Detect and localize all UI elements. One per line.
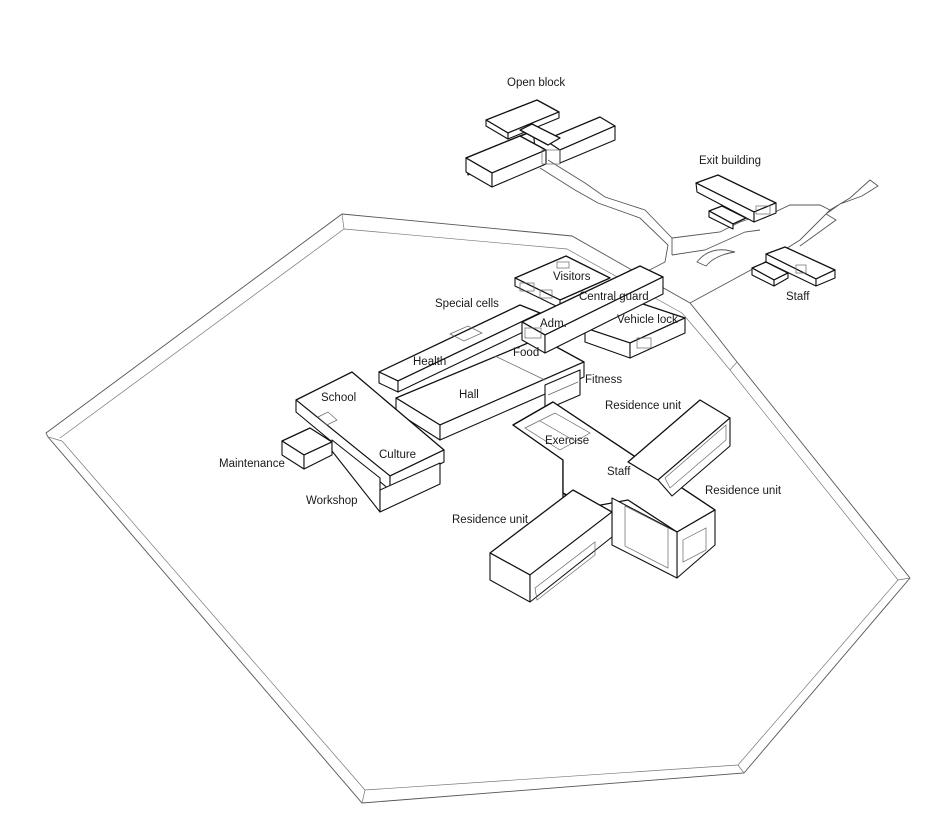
label-special-cells: Special cells [435,298,499,310]
label-open-block: Open block [507,77,566,89]
label-workshop: Workshop [306,495,358,507]
label-visitors: Visitors [553,271,591,283]
building-maintenance [281,427,333,470]
perimeter-wall [45,213,911,804]
label-residence-unit-3: Residence unit [452,514,529,526]
label-culture: Culture [379,449,417,461]
label-vehicle-lock: Vehicle lock [617,314,678,326]
building-fitness [544,369,581,411]
label-fitness: Fitness [585,374,623,386]
building-staff-exercise [512,401,716,579]
building-staff-outer [751,246,836,287]
building-residence-unit-1 [627,399,731,497]
label-school: School [321,392,357,404]
label-maintenance: Maintenance [219,458,285,470]
label-health: Health [413,356,447,368]
label-exit-building: Exit building [699,155,762,167]
label-residence-unit-1: Residence unit [605,400,682,412]
building-vehicle-lock [584,302,686,359]
label-food: Food [513,347,540,359]
building-residence-unit-3 [489,489,613,603]
building-central-guard-adm [521,265,664,354]
building-hall-food [395,337,585,441]
building-special-cells-health [378,304,541,393]
label-central-guard: Central guard [579,291,649,303]
window-band [624,505,707,569]
building-exit [695,174,777,230]
label-adm: Adm. [540,318,567,330]
building-workshop [331,439,441,513]
access-road [539,159,879,304]
label-exercise: Exercise [545,435,590,447]
label-hall: Hall [459,389,479,401]
label-residence-unit-2: Residence unit [705,485,782,497]
label-staff-outer: Staff [786,291,810,303]
label-staff-inner: Staff [607,466,631,478]
building-open-block [465,99,616,188]
